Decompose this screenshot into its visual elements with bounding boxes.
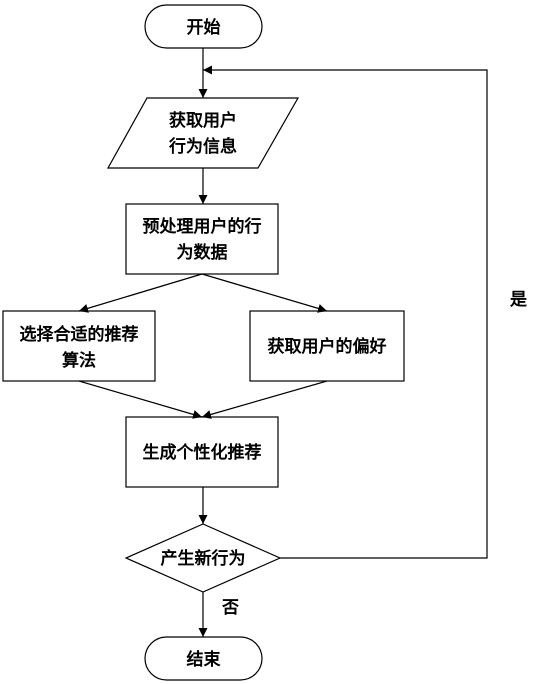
arrow-preprocess-to-select — [78, 273, 203, 313]
start-node: 开始 — [144, 4, 263, 49]
no-label: 否 — [221, 598, 239, 618]
start-label: 开始 — [187, 17, 221, 38]
select-algorithm-label-1: 选择合适的推荐 — [20, 324, 139, 345]
get-preference-label: 获取用户的偏好 — [268, 336, 387, 357]
generate-label: 生成个性化推荐 — [143, 442, 262, 463]
preprocess-label-1: 预处理用户的行 — [143, 216, 262, 237]
select-algorithm-node: 选择合适的推荐 算法 — [2, 310, 156, 382]
decision-node: 产生新行为 — [124, 523, 282, 593]
end-label: 结束 — [187, 649, 221, 670]
arrow-preprocess-to-preference — [201, 273, 328, 313]
arrow-loop-back-yes — [203, 65, 488, 559]
preprocess-label-2: 为数据 — [177, 242, 228, 263]
get-behavior-label-2: 行为信息 — [168, 136, 237, 157]
decision-label: 产生新行为 — [161, 548, 246, 569]
end-node: 结束 — [144, 636, 263, 681]
get-preference-node: 获取用户的偏好 — [249, 310, 405, 382]
arrow-select-to-generate — [78, 380, 203, 419]
get-behavior-node: 获取用户 行为信息 — [106, 97, 300, 169]
preprocess-node: 预处理用户的行 为数据 — [125, 203, 279, 275]
yes-label: 是 — [510, 290, 527, 310]
arrow-preference-to-generate — [201, 380, 328, 419]
generate-node: 生成个性化推荐 — [125, 416, 279, 488]
get-behavior-label-1: 获取用户 — [169, 110, 237, 131]
select-algorithm-label-2: 算法 — [61, 350, 96, 371]
